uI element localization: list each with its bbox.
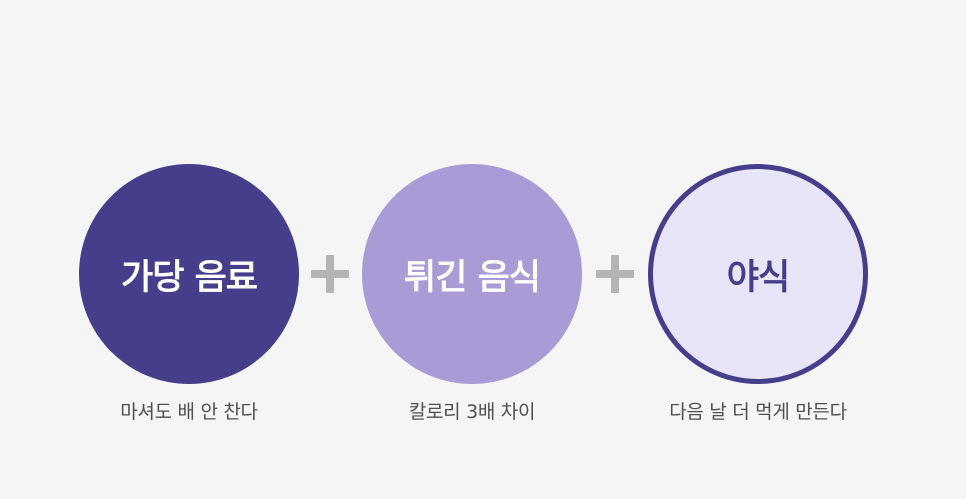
circle-title: 야식 bbox=[726, 257, 790, 298]
circle-sugary-drinks: 가당 음료 bbox=[79, 164, 299, 384]
plus-icon bbox=[596, 255, 634, 293]
circle-late-night-snack: 야식 bbox=[648, 164, 868, 384]
caption: 칼로리 3배 차이 bbox=[408, 401, 536, 423]
circle-title: 가당 음료 bbox=[121, 257, 258, 298]
caption: 다음 날 더 먹게 만든다 bbox=[669, 401, 847, 423]
circle-title: 튀긴 음식 bbox=[404, 257, 541, 298]
circle-fried-food: 튀긴 음식 bbox=[362, 164, 582, 384]
plus-icon bbox=[311, 255, 349, 293]
caption: 마셔도 배 안 찬다 bbox=[120, 401, 258, 423]
